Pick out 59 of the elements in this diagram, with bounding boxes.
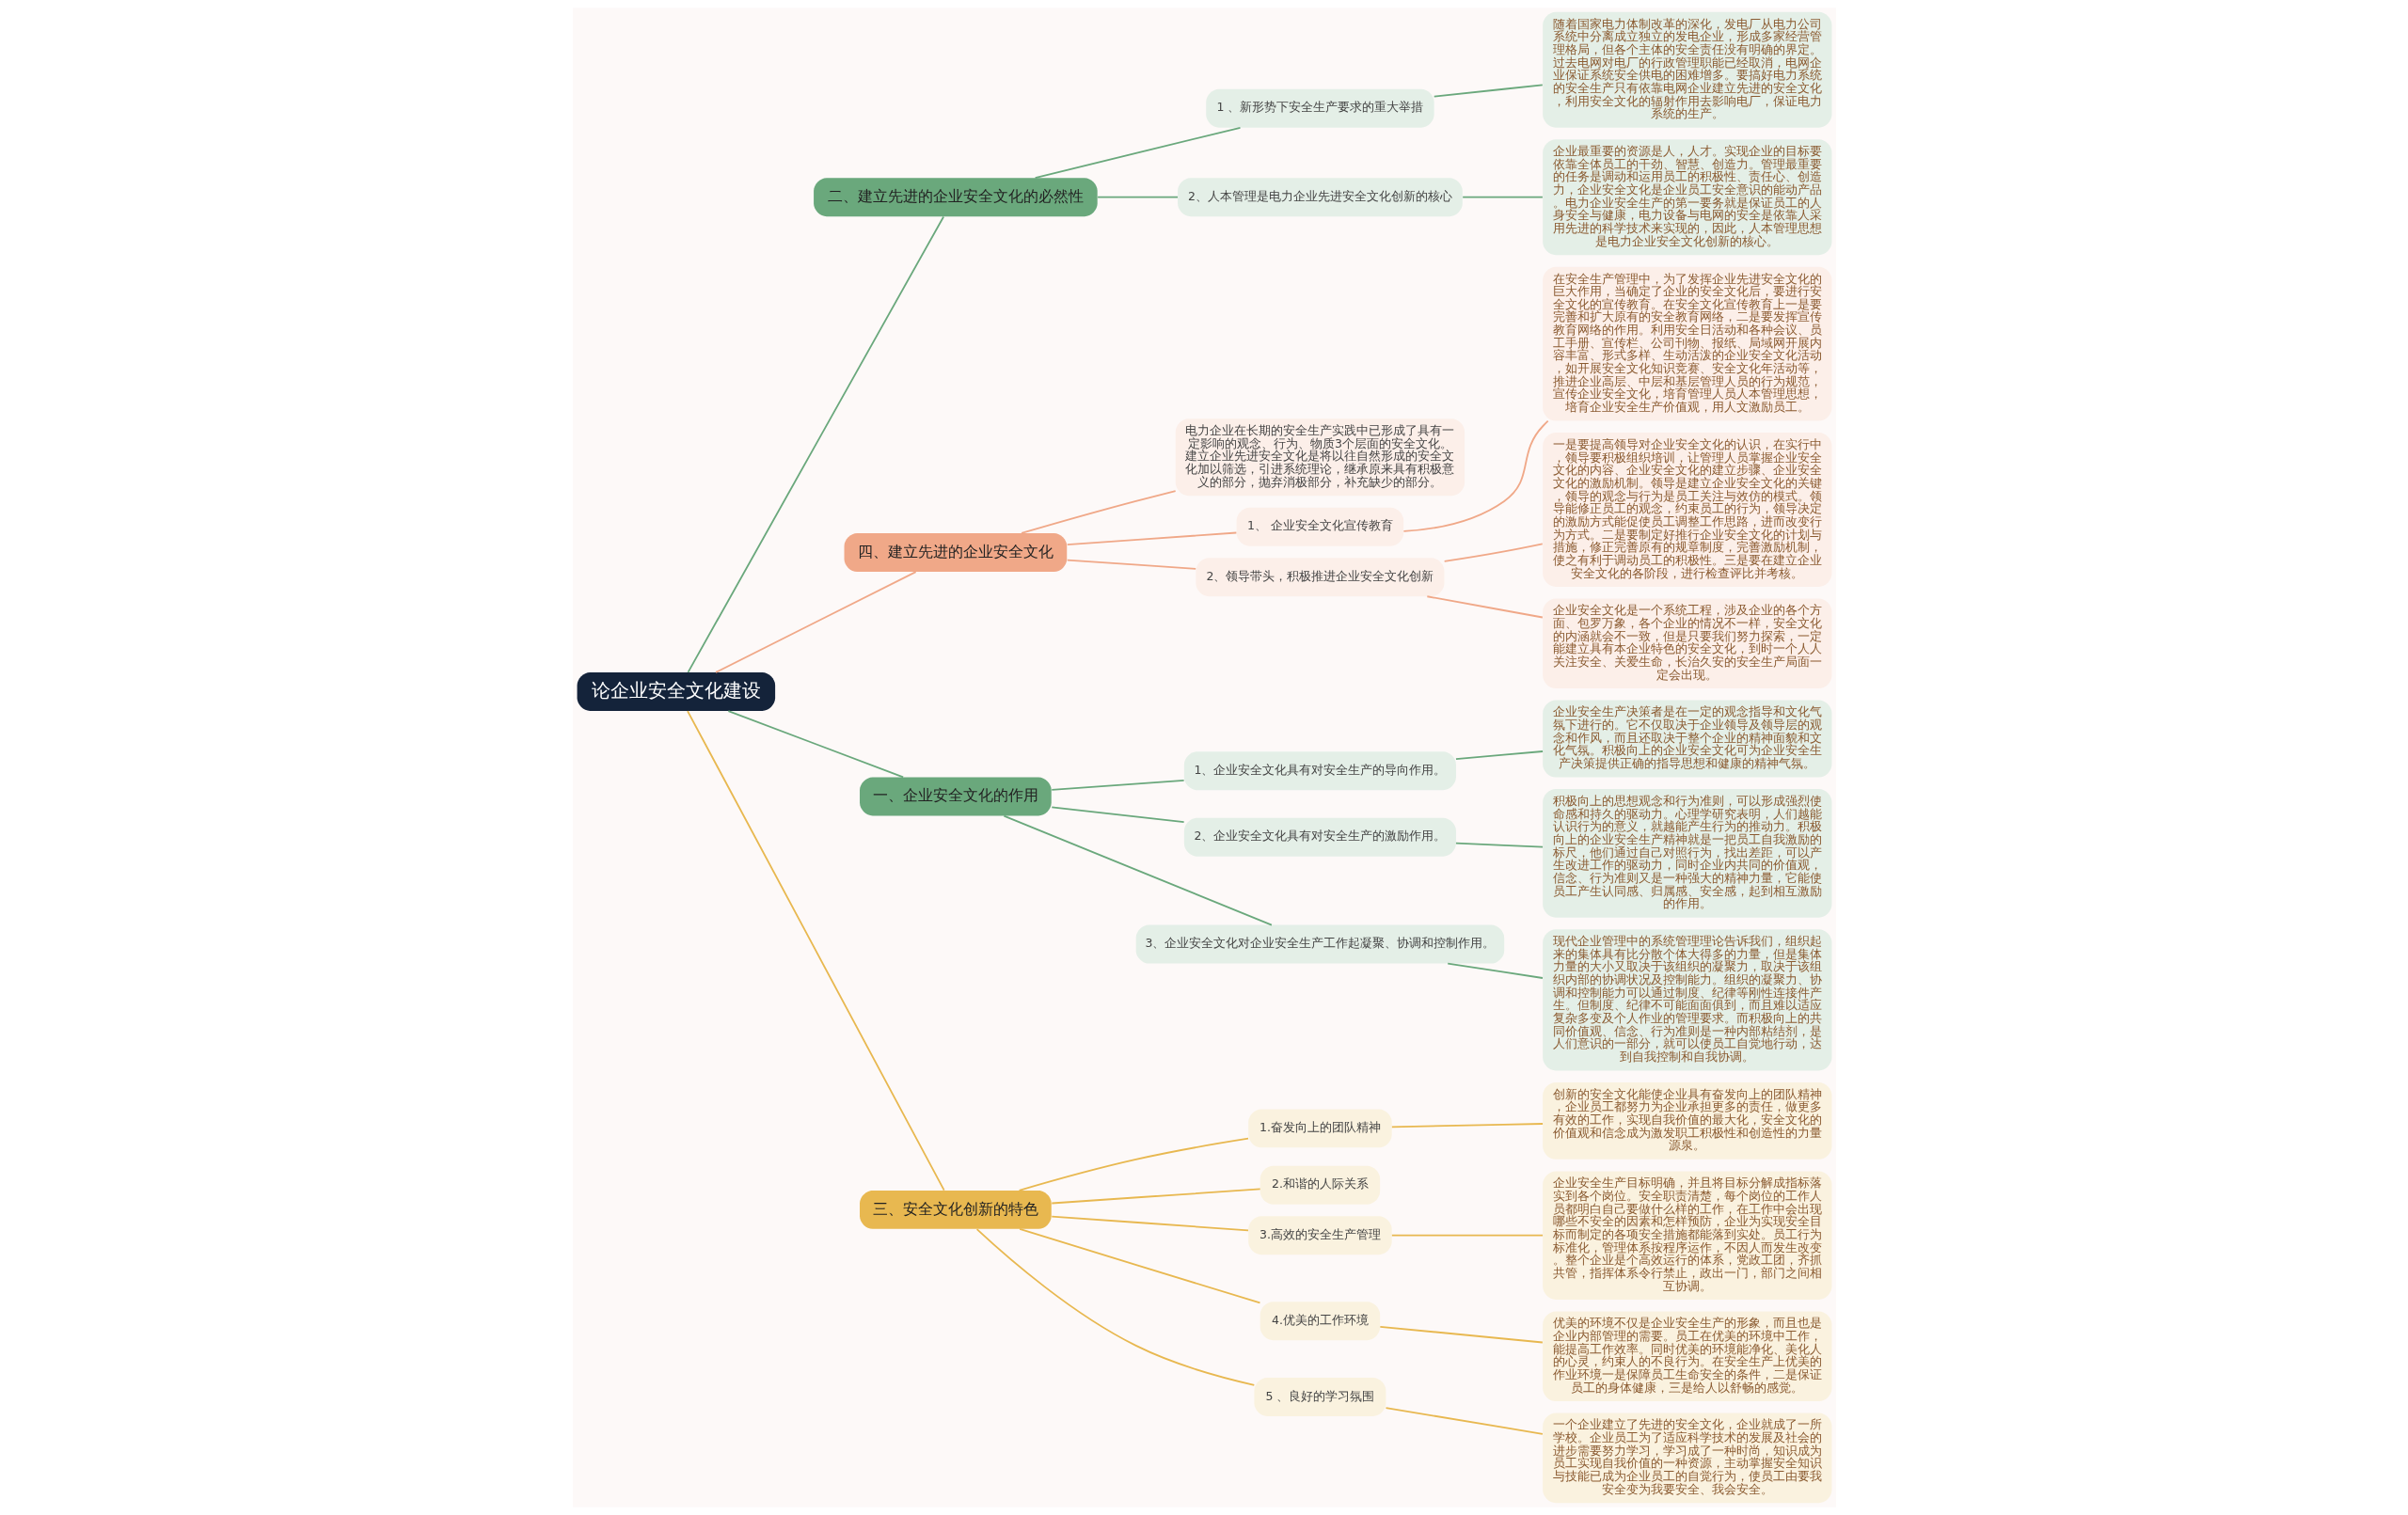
connector	[975, 1228, 1255, 1386]
node-box: 企业安全生产决策者是在一定的观念指导和文化气氛下进行的。它不仅取决于企业领导及领导层的观念和作风，而且还取决于整个企业的精神面貌和文化气氛。积极向上的企业安全文化可为企业安全生产决策提供正确的指导思想和健康的精神气氛。	[1542, 700, 1831, 778]
connector	[1050, 806, 1185, 824]
node-box: 积极向上的思想观念和行为准则，可以形成强烈使命感和持久的驱动力。心理学研究表明，人们越能认识行为的意义，就越能产生行为的推动力。积极向上的企业安全生产精神就是一把员工自我激励的标尺，他们通过自己对照行为，找出差距，可以产生改进工作的驱动力，同时企业内共同的价值观，信念、行为准则又是一种强大的精神力量，它能使员工产生认同感、归属感、安全感，起到相互激励的作用。	[1542, 789, 1831, 918]
connector	[1390, 1234, 1544, 1237]
node-box: 优美的环境不仅是企业安全生产的形象，而且也是企业内部管理的需要。员工在优美的环境中工作，能提高工作效率。同时优美的环境能净化、美化人的心灵，约束人的不良行为。在安全生产上优美的作业环境一是保障员工生命安全的条件，二是保证员工的身体健康，三是给人以舒畅的感觉。	[1542, 1311, 1831, 1402]
node-box: 论企业安全文化建设	[577, 672, 775, 711]
connector	[687, 215, 944, 673]
connector	[1378, 1325, 1544, 1344]
node-box: 1、企业安全文化具有对安全生产的导向作用。	[1183, 751, 1456, 791]
node-box: 创新的安全文化能使企业具有奋发向上的团队精神，企业员工都努力为企业承担更多的责任，做更多有效的工作，实现自我价值的最大化，安全文化的价值观和信念成为激发职工积极性和创造性的力量源泉。	[1542, 1081, 1831, 1160]
connector	[1034, 126, 1241, 180]
node-box: 企业安全文化是一个系统工程，涉及企业的各个方面、包罗万象，各个企业的情况不一样，安全文化的内涵就会不一致，但是只要我们努力探索，一定能建立具有本企业特色的安全文化，到时一个人人关注安全、关爱生命，长治久安的安全生产局面一定会出现。	[1542, 598, 1831, 689]
connector	[726, 710, 904, 779]
connector	[1461, 196, 1544, 198]
connector	[1066, 559, 1196, 570]
connector	[1096, 196, 1179, 198]
node-box: 3.高效的安全生产管理	[1247, 1216, 1392, 1255]
connector	[714, 571, 917, 673]
connector	[1454, 750, 1544, 760]
connector	[1446, 962, 1544, 979]
node-box: 1 、新形势下安全生产要求的重大举措	[1205, 88, 1434, 128]
connector	[1018, 1137, 1249, 1191]
node-box: 1.奋发向上的团队精神	[1247, 1109, 1392, 1148]
node-box: 1、 企业安全文化宣传教育	[1236, 507, 1403, 546]
node-box: 一、企业安全文化的作用	[859, 777, 1052, 816]
connector	[1390, 1123, 1544, 1128]
connector	[1454, 842, 1544, 848]
node-box: 一个企业建立了先进的安全文化，企业就成了一所学校。企业员工为了适应科学技术的发展及社会的进步需要努力学习，学习成了一种时尚，知识成为员工实现自我价值的一种资源，主动掌握安全知识与技能已成为企业员工的自觉行为，使员工由要我安全变为我要安全、我会安全。	[1542, 1412, 1831, 1504]
node-box: 2、领导带头，积极推进企业安全文化创新	[1195, 558, 1444, 597]
node-box: 2、人本管理是电力企业先进安全文化创新的核心	[1177, 178, 1463, 217]
connector	[1050, 1215, 1249, 1232]
node-box: 5 、良好的学习氛围	[1253, 1378, 1386, 1416]
node-box: 4.优美的工作环境	[1259, 1302, 1380, 1341]
connector	[1433, 84, 1544, 98]
connector	[1050, 780, 1185, 791]
node-box: 一是要提高领导对企业安全文化的认识，在实行中，领导要积极组织培训，让管理人员掌握企业安全文化的内容、企业安全文化的建立步骤、企业安全文化的激励机制。领导是建立企业安全文化的关键，领导的观念与行为是员工关注与效仿的模式。领导能修正员工的观念，约束员工的行为，领导决定的激励方式能促使员工调整工作思路，进而改变行为方式。二是要制定好推行企业安全文化的计划与措施，修正完善原有的规章制度，完善激励机制，使之有利于调动员工的积极性。三是要在建立企业安全文化的各阶段，进行检查评比并考核。	[1542, 433, 1831, 587]
node-box: 随着国家电力体制改革的深化，发电厂从电力公司系统中分离成立独立的发电企业，形成多家经营管理格局，但各个主体的安全责任没有明确的界定。过去电网对电厂的行政管理职能已经取消，电网企业保证系统安全供电的困难增多。要搞好电力系统的安全生产只有依靠电网企业建立先进的安全文化，利用安全文化的辐射作用去影响电厂，保证电力系统的生产。	[1542, 11, 1831, 128]
node-box: 三、安全文化创新的特色	[859, 1190, 1052, 1229]
node-box: 2.和谐的人际关系	[1259, 1165, 1380, 1205]
connector	[1425, 595, 1544, 619]
connector	[1050, 1188, 1261, 1205]
connector	[1020, 490, 1177, 534]
node-box: 企业最重要的资源是人，人才。实现企业的目标要依靠全体员工的干劲、智慧、创造力。管理最重要的任务是调动和运用员工的积极性、责任心、创造力，企业安全文化是企业员工安全意识的能动产品。电力企业安全生产的第一要务就是保证员工的人身安全与健康，电力设备与电网的安全是依靠人采用先进的科学技术来实现的，因此，人本管理思想是电力企业安全文化创新的核心。	[1542, 139, 1831, 256]
node-box: 3、企业安全文化对企业安全生产工作起凝聚、协调和控制作用。	[1135, 924, 1504, 964]
connector	[1385, 1407, 1544, 1435]
connector	[1002, 814, 1273, 926]
node-box: 四、建立先进的企业安全文化	[844, 533, 1067, 573]
connector	[1443, 543, 1544, 562]
node-box: 现代企业管理中的系统管理理论告诉我们，组织起来的集体具有比分散个体大得多的力量，但是集体力量的大小又取决于该组织的凝聚力，取决于该组织内部的协调状况及控制能力。组织的凝聚力、协调和控制能力可以通过制度、纪律等刚性连接件产生。但制度、纪律不可能面面俱到，而且难以适应复杂多变及个人作业的管理要求。而积极向上的共同价值观、信念、行为准则是一种内部粘结剂，是人们意识的一部分，就可以使员工自觉地行动，达到自我控制和自我协调。	[1542, 929, 1831, 1071]
node-box: 电力企业在长期的安全生产实践中已形成了具有一定影响的观念、行为、物质3个层面的安全文化。建立企业先进安全文化是将以往自然形成的安全文化加以筛选，引进系统理论，继承原来具有积极意义的部分，抛弃消极部分，补充缺少的部分。	[1175, 418, 1465, 497]
connector	[1066, 531, 1237, 546]
node-box: 二、建立先进的企业安全文化的必然性	[813, 178, 1098, 217]
node-box: 企业安全生产目标明确，并且将目标分解成指标落实到各个岗位。安全职责清楚，每个岗位的工作人员都明白自己要做什么样的工作，在工作中会出现哪些不安全的因素和怎样预防，企业为实现安全目标而制定的各项安全措施都能落到实处。员工行为标准化，管理体系按程序运作，不因人而发生改变。整个企业是个高效运行的体系，党政工团，齐抓共管，指挥体系令行禁止，政出一门，部门之间相互协调。	[1542, 1171, 1831, 1300]
connector	[686, 710, 945, 1191]
connector	[1018, 1228, 1260, 1304]
connector	[1402, 419, 1549, 532]
node-box: 在安全生产管理中，为了发挥企业先进安全文化的巨大作用，当确定了企业的安全文化后，要进行安全文化的宣传教育。在安全文化宣传教育上一是要完善和扩大原有的安全教育网络，二是要发挥宣传教育网络的作用。利用安全日活动和各种会议、员工手册、宣传栏、公司刊物、报纸、局域网开展内容丰富、形式多样、生动活泼的企业安全文化活动，如开展安全文化知识竞赛、安全文化年活动等，推进企业高层、中层和基层管理人员的行为规范，宣传企业安全文化，培育管理人员人本管理思想，培育企业安全生产价值观，用人文激励员工。	[1542, 266, 1831, 421]
node-box: 2、企业安全文化具有对安全生产的激励作用。	[1183, 817, 1456, 857]
